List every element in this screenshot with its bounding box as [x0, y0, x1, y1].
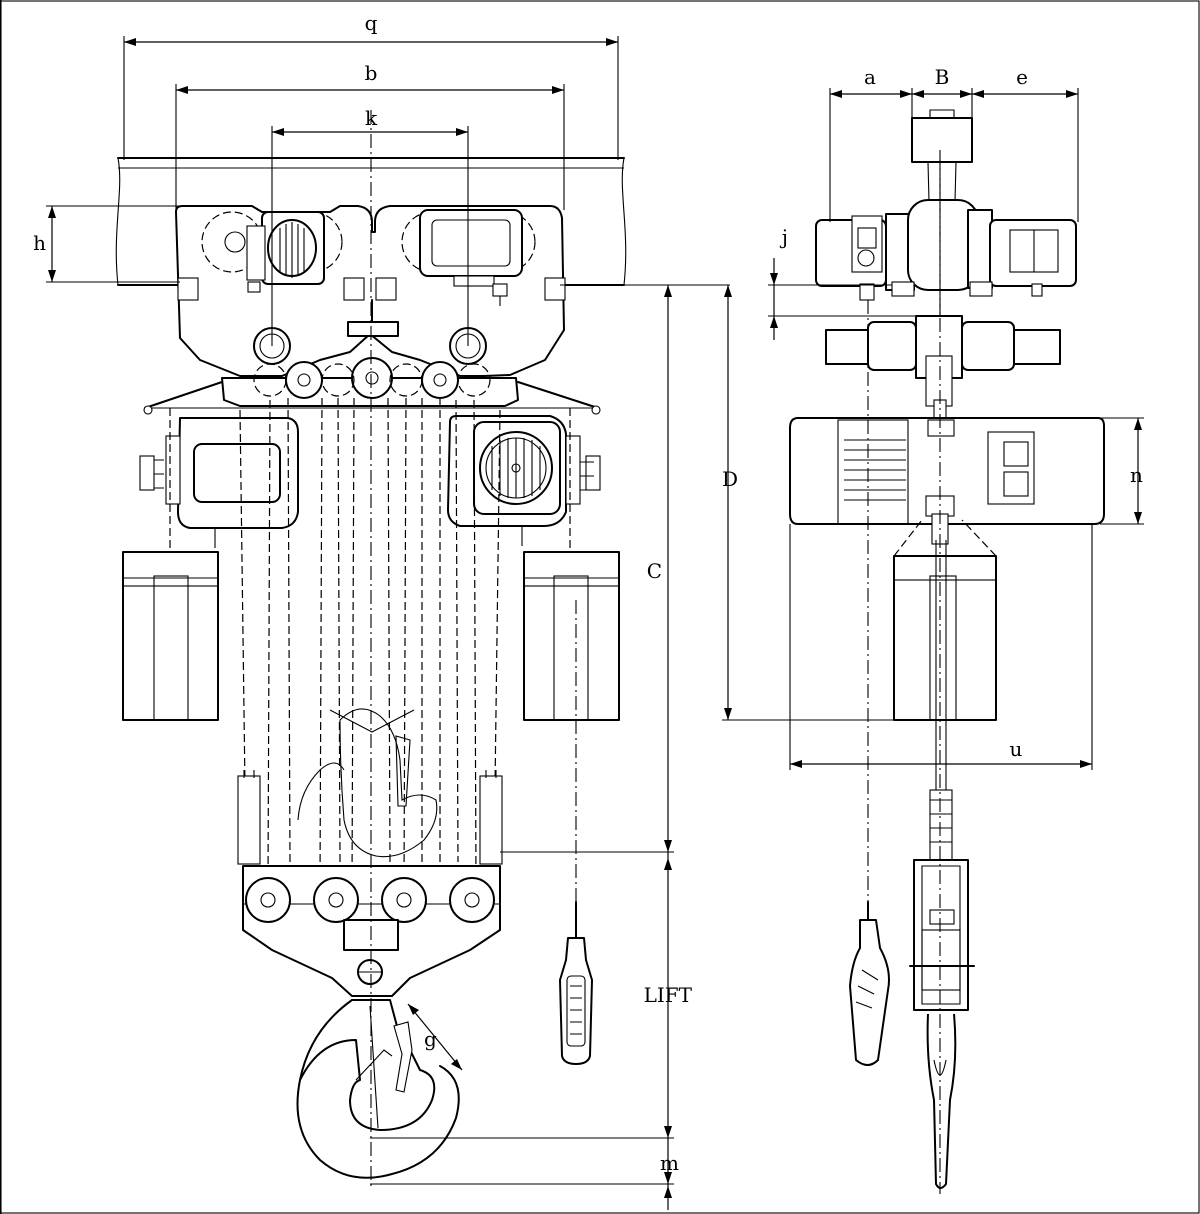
side-trolley: [815, 199, 1077, 301]
dim-B: B: [911, 65, 973, 118]
side-view: a B e j: [722, 65, 1144, 1194]
ghost-hook: [339, 708, 438, 858]
dim-e: e: [972, 65, 1079, 222]
front-view: q b k h: [33, 11, 730, 1210]
dim-k: k: [271, 106, 469, 346]
label-g: g: [424, 1027, 437, 1051]
label-m: m: [660, 1151, 679, 1175]
side-sheave: [825, 160, 1061, 435]
label-a: a: [864, 65, 876, 89]
label-h: h: [33, 231, 46, 255]
dim-b: b: [175, 61, 565, 210]
label-k: k: [365, 106, 378, 130]
beam-section: [911, 109, 973, 241]
right-hoist-motor: [447, 415, 601, 546]
chain-containers: [122, 408, 620, 721]
dim-g: g: [407, 1003, 463, 1071]
left-hoist-motor: [139, 417, 299, 548]
label-q: q: [365, 11, 378, 35]
dim-lift: LIFT: [370, 852, 693, 1139]
sheave-frame: [143, 357, 601, 415]
side-chain-container: [893, 495, 997, 721]
dim-u: u: [789, 524, 1093, 770]
label-u: u: [1010, 737, 1023, 761]
dim-q: q: [123, 11, 619, 160]
dim-c: C: [500, 284, 730, 853]
label-lift: LIFT: [644, 983, 693, 1007]
hook: [296, 999, 460, 1179]
label-b: b: [365, 61, 378, 85]
trolley: [175, 205, 566, 377]
dim-j: j: [768, 225, 916, 340]
dim-D: D: [722, 285, 896, 721]
load-block: [237, 770, 503, 997]
dim-h: h: [33, 205, 230, 283]
dim-a: a: [829, 65, 912, 222]
label-e: e: [1016, 65, 1028, 89]
dim-n: n: [1100, 417, 1144, 525]
side-load-block: [909, 859, 975, 1189]
label-D: D: [722, 467, 738, 491]
label-B: B: [935, 65, 950, 89]
label-j: j: [780, 225, 788, 249]
dim-m: m: [370, 1138, 679, 1210]
side-pendant: [849, 300, 890, 1066]
label-n: n: [1130, 463, 1143, 487]
label-c: C: [647, 559, 662, 583]
side-chain: [929, 540, 953, 861]
